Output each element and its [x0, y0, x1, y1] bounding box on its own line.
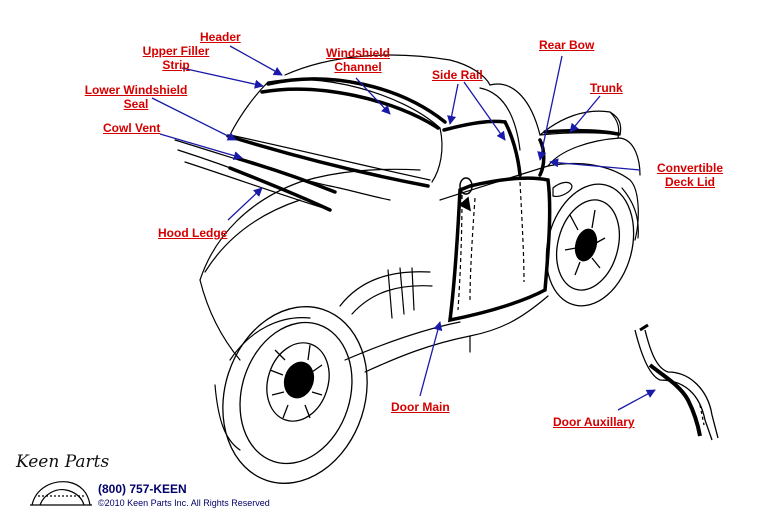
arrow-rear-bow [537, 55, 563, 161]
label-lower-windshield-seal-line1: Lower Windshield [84, 83, 188, 97]
label-side-rail[interactable]: Side Rail [432, 68, 483, 82]
trunk-strip [543, 128, 620, 136]
phone-number[interactable]: (800) 757-KEEN [98, 482, 187, 496]
label-convertible-deck-lid[interactable]: Convertible Deck Lid [640, 161, 740, 189]
car-body-outline [174, 54, 641, 451]
logo-text: Keen Parts [16, 452, 110, 472]
arrow-hood-ledge [227, 187, 263, 221]
arrow-convertible-deck-lid [549, 158, 641, 171]
label-lower-windshield-seal-line2: Seal [123, 97, 149, 111]
side-rail-strip [442, 119, 507, 132]
label-windshield-channel[interactable]: Windshield Channel [318, 46, 398, 74]
door-frame-dashed [457, 181, 525, 311]
label-door-auxillary[interactable]: Door Auxillary [553, 415, 635, 429]
copyright-text: ©2010 Keen Parts Inc. All Rights Reserve… [98, 498, 270, 508]
rear-quarter-vent [552, 181, 573, 197]
label-upper-filler-strip-line2: Strip [162, 58, 190, 72]
door-main-strip [447, 176, 552, 323]
label-hood-ledge[interactable]: Hood Ledge [158, 226, 228, 240]
keen-parts-logo [30, 481, 92, 506]
arrow-lower-windshield-seal [151, 97, 237, 141]
arrow-side-rail-right [463, 81, 506, 141]
arrow-cowl-vent [159, 133, 243, 161]
arrow-door-main [419, 321, 443, 397]
arrow-windshield-channel [355, 77, 391, 115]
arrow-upper-filler-strip [181, 67, 264, 89]
arrow-side-rail-left [447, 83, 459, 125]
windshield-channel-strip [260, 87, 440, 130]
weatherstrip-parts [226, 77, 620, 323]
arrow-header [229, 45, 283, 76]
cowl-vent-strip [234, 156, 337, 194]
header-strip [266, 77, 447, 124]
side-rail-rear [503, 120, 522, 177]
label-rear-bow[interactable]: Rear Bow [539, 38, 595, 52]
label-upper-filler-strip-line1: Upper Filler [142, 44, 210, 58]
hood-ledge-strip [228, 166, 332, 212]
label-header[interactable]: Header [200, 30, 241, 44]
label-trunk[interactable]: Trunk [590, 81, 623, 95]
arrow-door-auxillary [617, 389, 656, 411]
label-upper-filler-strip[interactable]: Upper Filler Strip [128, 44, 224, 72]
arrow-trunk [569, 95, 601, 133]
side-mirror [458, 177, 473, 212]
label-door-main[interactable]: Door Main [391, 400, 450, 414]
label-convertible-deck-lid-line1: Convertible [656, 161, 723, 175]
door-auxillary-inset [634, 323, 719, 441]
label-windshield-channel-line1: Windshield [326, 46, 390, 60]
callout-arrows [151, 45, 656, 411]
front-wheel [222, 306, 368, 484]
label-convertible-deck-lid-line2: Deck Lid [664, 175, 715, 189]
label-windshield-channel-line2: Channel [334, 60, 382, 74]
label-lower-windshield-seal[interactable]: Lower Windshield Seal [80, 83, 192, 111]
lower-windshield-seal [226, 134, 430, 188]
label-cowl-vent[interactable]: Cowl Vent [103, 121, 161, 135]
